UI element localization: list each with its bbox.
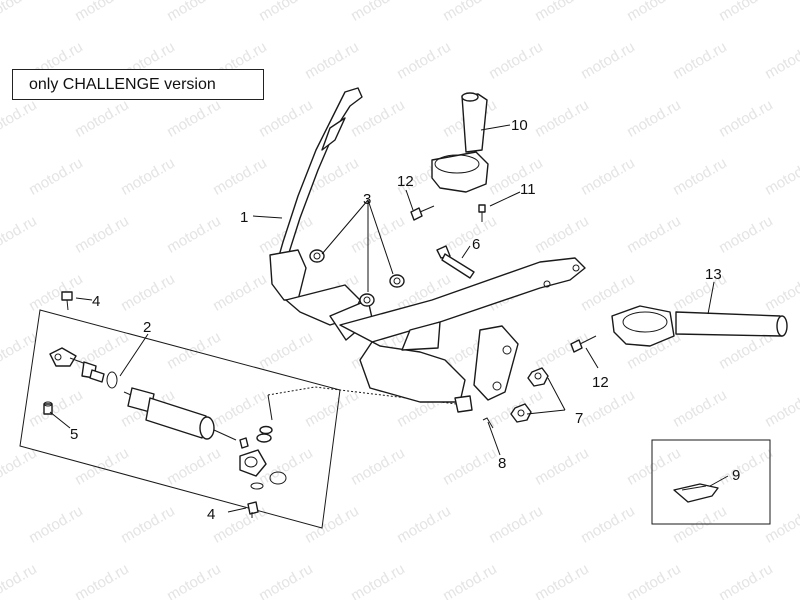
callout-3: 3 [363,191,371,208]
nut-group-3 [309,249,405,307]
connector-line [267,394,273,421]
callout-11: 11 [520,181,536,198]
nut-group-7 [510,367,549,423]
right-handlebar [611,305,788,347]
callout-13: 13 [705,266,722,283]
damper-kit-panel [19,309,341,529]
bolt-group [410,204,597,429]
callout-12-lower: 12 [592,374,609,391]
callout-6: 6 [472,236,480,253]
callout-2: 2 [143,319,151,336]
callout-5: 5 [70,426,78,443]
fairing-support-frame [269,87,586,413]
leader-lines [49,124,729,513]
version-note-text: only CHALLENGE version [29,76,216,93]
callout-8: 8 [498,455,506,472]
screw-group-4 [61,291,259,518]
callout-12-upper: 12 [397,173,414,190]
callout-4-lower: 4 [207,506,215,523]
callout-9: 9 [732,467,740,484]
callout-7: 7 [575,410,583,427]
version-note-box: only CHALLENGE version [12,69,264,100]
steering-damper [49,347,287,490]
clip-part-9 [673,483,719,503]
callout-10: 10 [511,117,528,134]
left-handlebar [431,92,489,193]
callout-4-upper: 4 [92,293,100,310]
callout-1: 1 [240,209,248,226]
inset-box-9 [651,439,771,525]
